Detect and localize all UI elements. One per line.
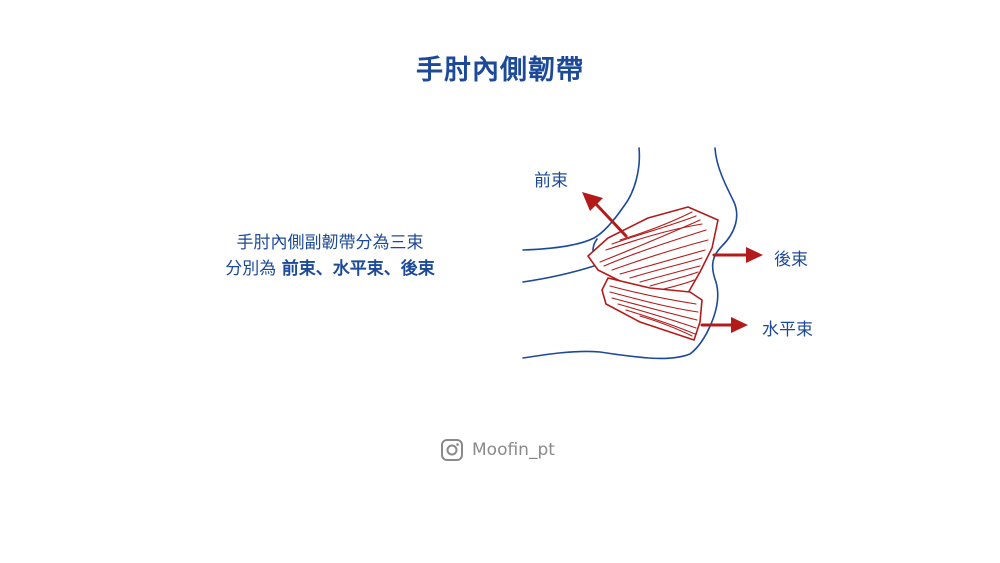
label-anterior-bundle: 前束: [534, 171, 568, 191]
ulna-outline-upper: [522, 265, 595, 283]
description: 手肘內側副韌帶分為三束 分別為 前束、水平束、後束: [160, 230, 500, 282]
instagram-icon: [441, 439, 463, 461]
watermark-handle: Moofin_pt: [472, 440, 555, 460]
ligament-upper-band: [587, 206, 719, 301]
bundle-arrows: [582, 192, 763, 333]
page-title: 手肘內側韌帶: [416, 55, 584, 86]
arrow-posterior-head: [746, 247, 763, 263]
description-line-2-prefix: 分別為: [225, 259, 282, 279]
bone-outlines: [522, 147, 738, 360]
label-posterior-bundle: 後束: [774, 250, 808, 270]
label-transverse-bundle: 水平束: [762, 320, 813, 340]
description-bundles: 前束、水平束、後束: [281, 259, 435, 279]
watermark: Moofin_pt: [440, 438, 555, 462]
description-line-2: 分別為 前束、水平束、後束: [160, 256, 500, 282]
description-line-1: 手肘內側副韌帶分為三束: [236, 233, 424, 253]
arrow-transverse-head: [731, 317, 748, 333]
joint-outline-right: [522, 147, 738, 360]
arrow-anterior-head: [582, 192, 603, 211]
humerus-outline-left: [522, 147, 641, 251]
arrow-anterior: [593, 201, 628, 238]
ligament-lower-band: [601, 277, 703, 341]
elbow-ligament-diagram: [522, 147, 763, 360]
